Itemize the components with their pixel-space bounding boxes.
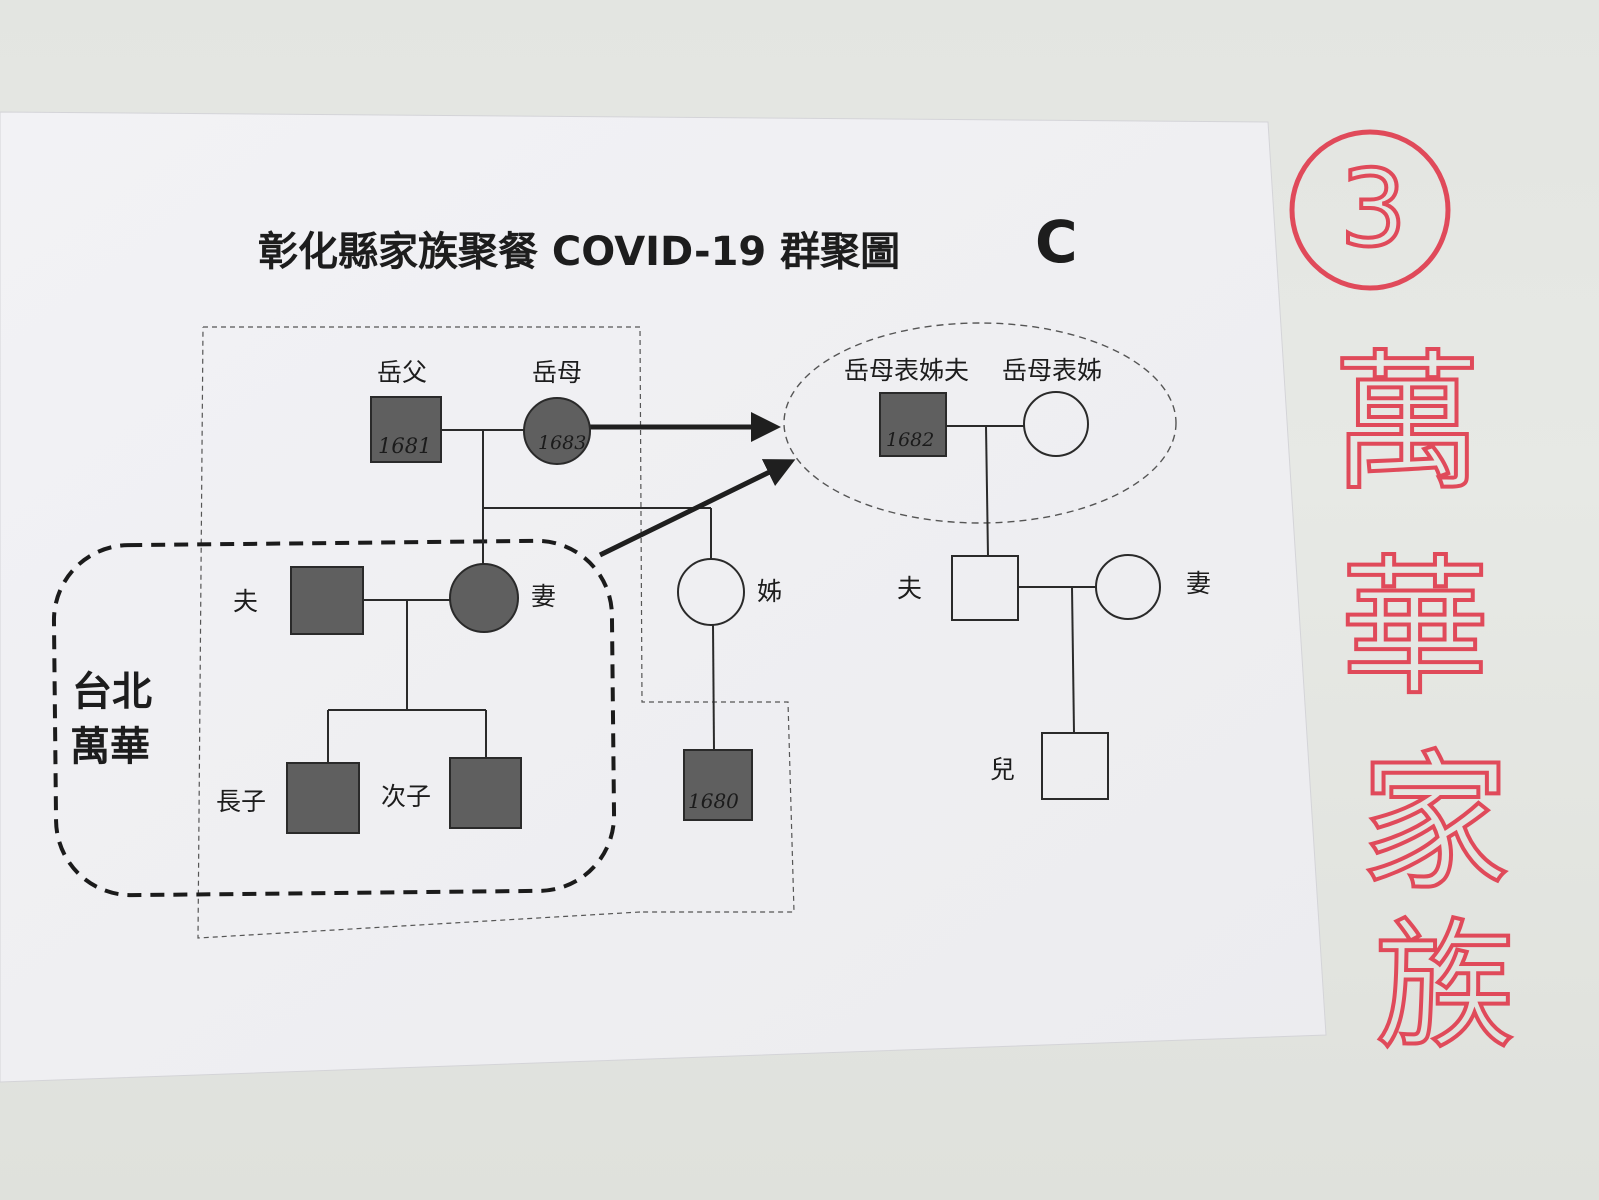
diagram-title: 彰化縣家族聚餐 COVID-19 群聚圖 bbox=[258, 229, 900, 275]
mother-in-law-label: 岳母 bbox=[532, 358, 582, 387]
wife-circle bbox=[449, 563, 519, 633]
handwritten-char-3: 家 bbox=[1360, 737, 1510, 911]
cousin-son-square bbox=[951, 555, 1019, 621]
handwritten-char-2: 華 bbox=[1340, 542, 1490, 716]
cousin-son-wife-circle bbox=[1095, 554, 1161, 620]
sister-label: 姊 bbox=[757, 577, 782, 606]
eldest-son-square bbox=[286, 762, 360, 834]
cluster-label-line2: 萬華 bbox=[70, 724, 150, 770]
cousin-husband-label: 岳母表姊夫 bbox=[844, 356, 969, 385]
cousin-circle bbox=[1023, 391, 1089, 457]
husband-label: 夫 bbox=[233, 587, 258, 616]
mother-in-law-circle bbox=[523, 397, 591, 465]
handwritten-annotation: 3 萬 華 家 族 bbox=[1289, 129, 1517, 1071]
panel-letter: C bbox=[1035, 208, 1078, 276]
transmission-arrows bbox=[590, 412, 796, 558]
cousin-husband-square bbox=[879, 392, 947, 457]
cousin-son-wife-label: 妻 bbox=[1186, 569, 1211, 598]
sister-circle bbox=[677, 558, 745, 626]
cousin-group-ellipse bbox=[783, 322, 1177, 524]
second-son-label: 次子 bbox=[381, 782, 431, 811]
father-in-law-case: 1681 bbox=[378, 434, 431, 458]
pedigree-lines bbox=[327, 425, 1097, 763]
handwritten-char-4: 族 bbox=[1375, 906, 1515, 1069]
cousin-son-label: 夫 bbox=[897, 574, 922, 603]
mother-in-law-case: 1683 bbox=[538, 432, 586, 454]
father-in-law-label: 岳父 bbox=[377, 358, 427, 387]
cousin-label: 岳母表姊 bbox=[1002, 356, 1102, 385]
handwritten-number: 3 bbox=[1340, 148, 1407, 270]
eldest-son-label: 長子 bbox=[216, 787, 266, 816]
sister-son-square bbox=[683, 749, 753, 821]
handwritten-char-1: 萬 bbox=[1332, 337, 1482, 511]
sister-son-case: 1680 bbox=[688, 789, 739, 813]
wanhua-cluster-box bbox=[51, 538, 617, 898]
handwritten-circle bbox=[1289, 129, 1451, 291]
wife-label: 妻 bbox=[531, 582, 556, 611]
grandson-label: 兒 bbox=[990, 755, 1015, 784]
grandson-square bbox=[1041, 732, 1109, 800]
arrow-wife-to-cousins bbox=[598, 459, 796, 558]
cousin-husband-case: 1682 bbox=[886, 429, 934, 451]
husband-square bbox=[290, 566, 364, 635]
second-son-square bbox=[449, 757, 522, 829]
paper-sheet bbox=[0, 111, 1327, 1083]
cluster-label-line1: 台北 bbox=[72, 669, 152, 715]
gathering-boundary bbox=[197, 326, 795, 939]
father-in-law-square bbox=[370, 396, 442, 463]
